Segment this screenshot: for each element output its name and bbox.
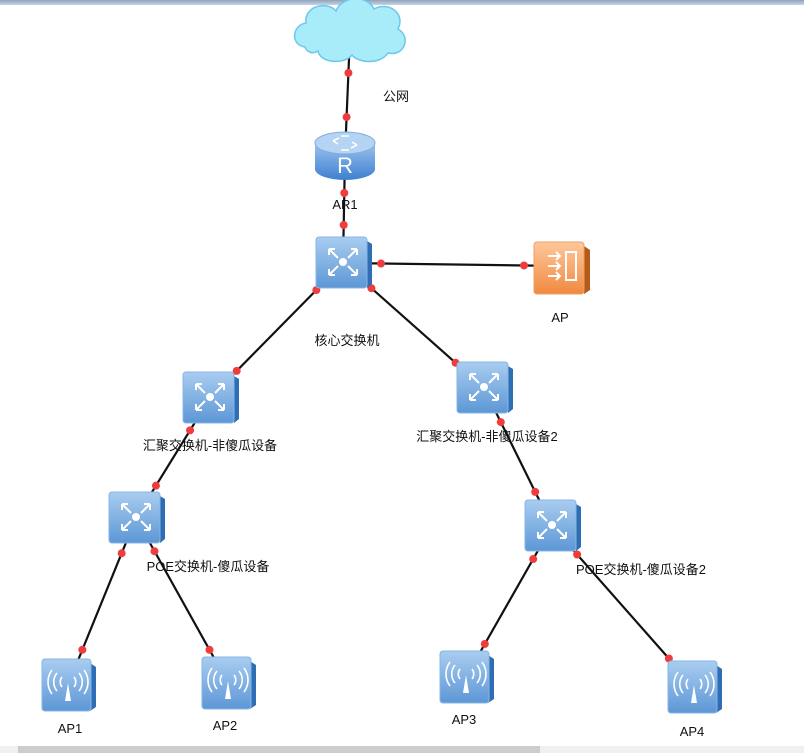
node-label-agg1: 汇聚交换机-非傻瓜设备: [142, 438, 278, 453]
node-label-cloud: 公网: [382, 89, 410, 104]
node-label-core: 核心交换机: [314, 333, 380, 348]
switch-icon[interactable]: [182, 371, 239, 424]
port-indicator: [339, 221, 348, 230]
switch-icon[interactable]: [108, 491, 165, 544]
port-indicator: [664, 654, 673, 663]
node-label-ac: AP: [551, 310, 569, 325]
svg-text:R: R: [337, 153, 353, 178]
port-indicator: [496, 418, 505, 427]
port-indicator: [342, 113, 351, 122]
node-label-ap4: AP4: [679, 724, 705, 739]
wireless-ap-icon[interactable]: [201, 656, 256, 710]
port-indicator: [531, 487, 540, 496]
cloud-icon[interactable]: [293, 0, 406, 63]
port-indicator: [232, 366, 241, 375]
node-label-ap2: AP2: [212, 718, 238, 733]
wireless-ap-icon[interactable]: [439, 650, 494, 704]
link-core-ac[interactable]: [342, 261, 563, 268]
node-label-ar1: AR1: [332, 197, 358, 212]
scrollbar-thumb[interactable]: [18, 746, 540, 753]
node-label-ap3: AP3: [451, 712, 477, 727]
port-indicator: [520, 261, 529, 270]
horizontal-scrollbar[interactable]: [0, 746, 804, 753]
port-indicator: [78, 645, 87, 654]
port-indicator: [480, 639, 489, 648]
node-label-ap1: AP1: [57, 721, 83, 736]
port-indicator: [529, 555, 538, 564]
port-indicator: [117, 549, 126, 558]
port-indicator: [376, 259, 385, 268]
wireless-ap-icon[interactable]: [41, 658, 96, 712]
access-controller-icon[interactable]: [533, 241, 590, 295]
wireless-ap-icon[interactable]: [667, 660, 722, 714]
port-indicator: [340, 188, 349, 197]
router-icon[interactable]: R: [314, 131, 376, 180]
port-indicator: [344, 68, 353, 77]
switch-icon[interactable]: [456, 361, 513, 414]
window-top-border: [0, 0, 804, 5]
port-indicator: [205, 645, 214, 654]
link-poe1-ap2[interactable]: [135, 517, 229, 684]
port-indicator: [573, 550, 582, 559]
port-indicator: [151, 481, 160, 490]
port-indicator: [367, 284, 376, 293]
node-label-poe2: POE交换机-傻瓜设备2: [575, 562, 707, 577]
switch-icon[interactable]: [315, 236, 372, 289]
links: [66, 34, 695, 688]
link-poe1-ap1[interactable]: [66, 517, 138, 686]
switch-icon[interactable]: [524, 499, 581, 552]
port-indicator: [150, 547, 159, 556]
port-indicator: [186, 426, 195, 435]
node-label-poe1: POE交换机-傻瓜设备: [146, 559, 270, 574]
node-label-agg2: 汇聚交换机-非傻瓜设备2: [416, 429, 558, 444]
